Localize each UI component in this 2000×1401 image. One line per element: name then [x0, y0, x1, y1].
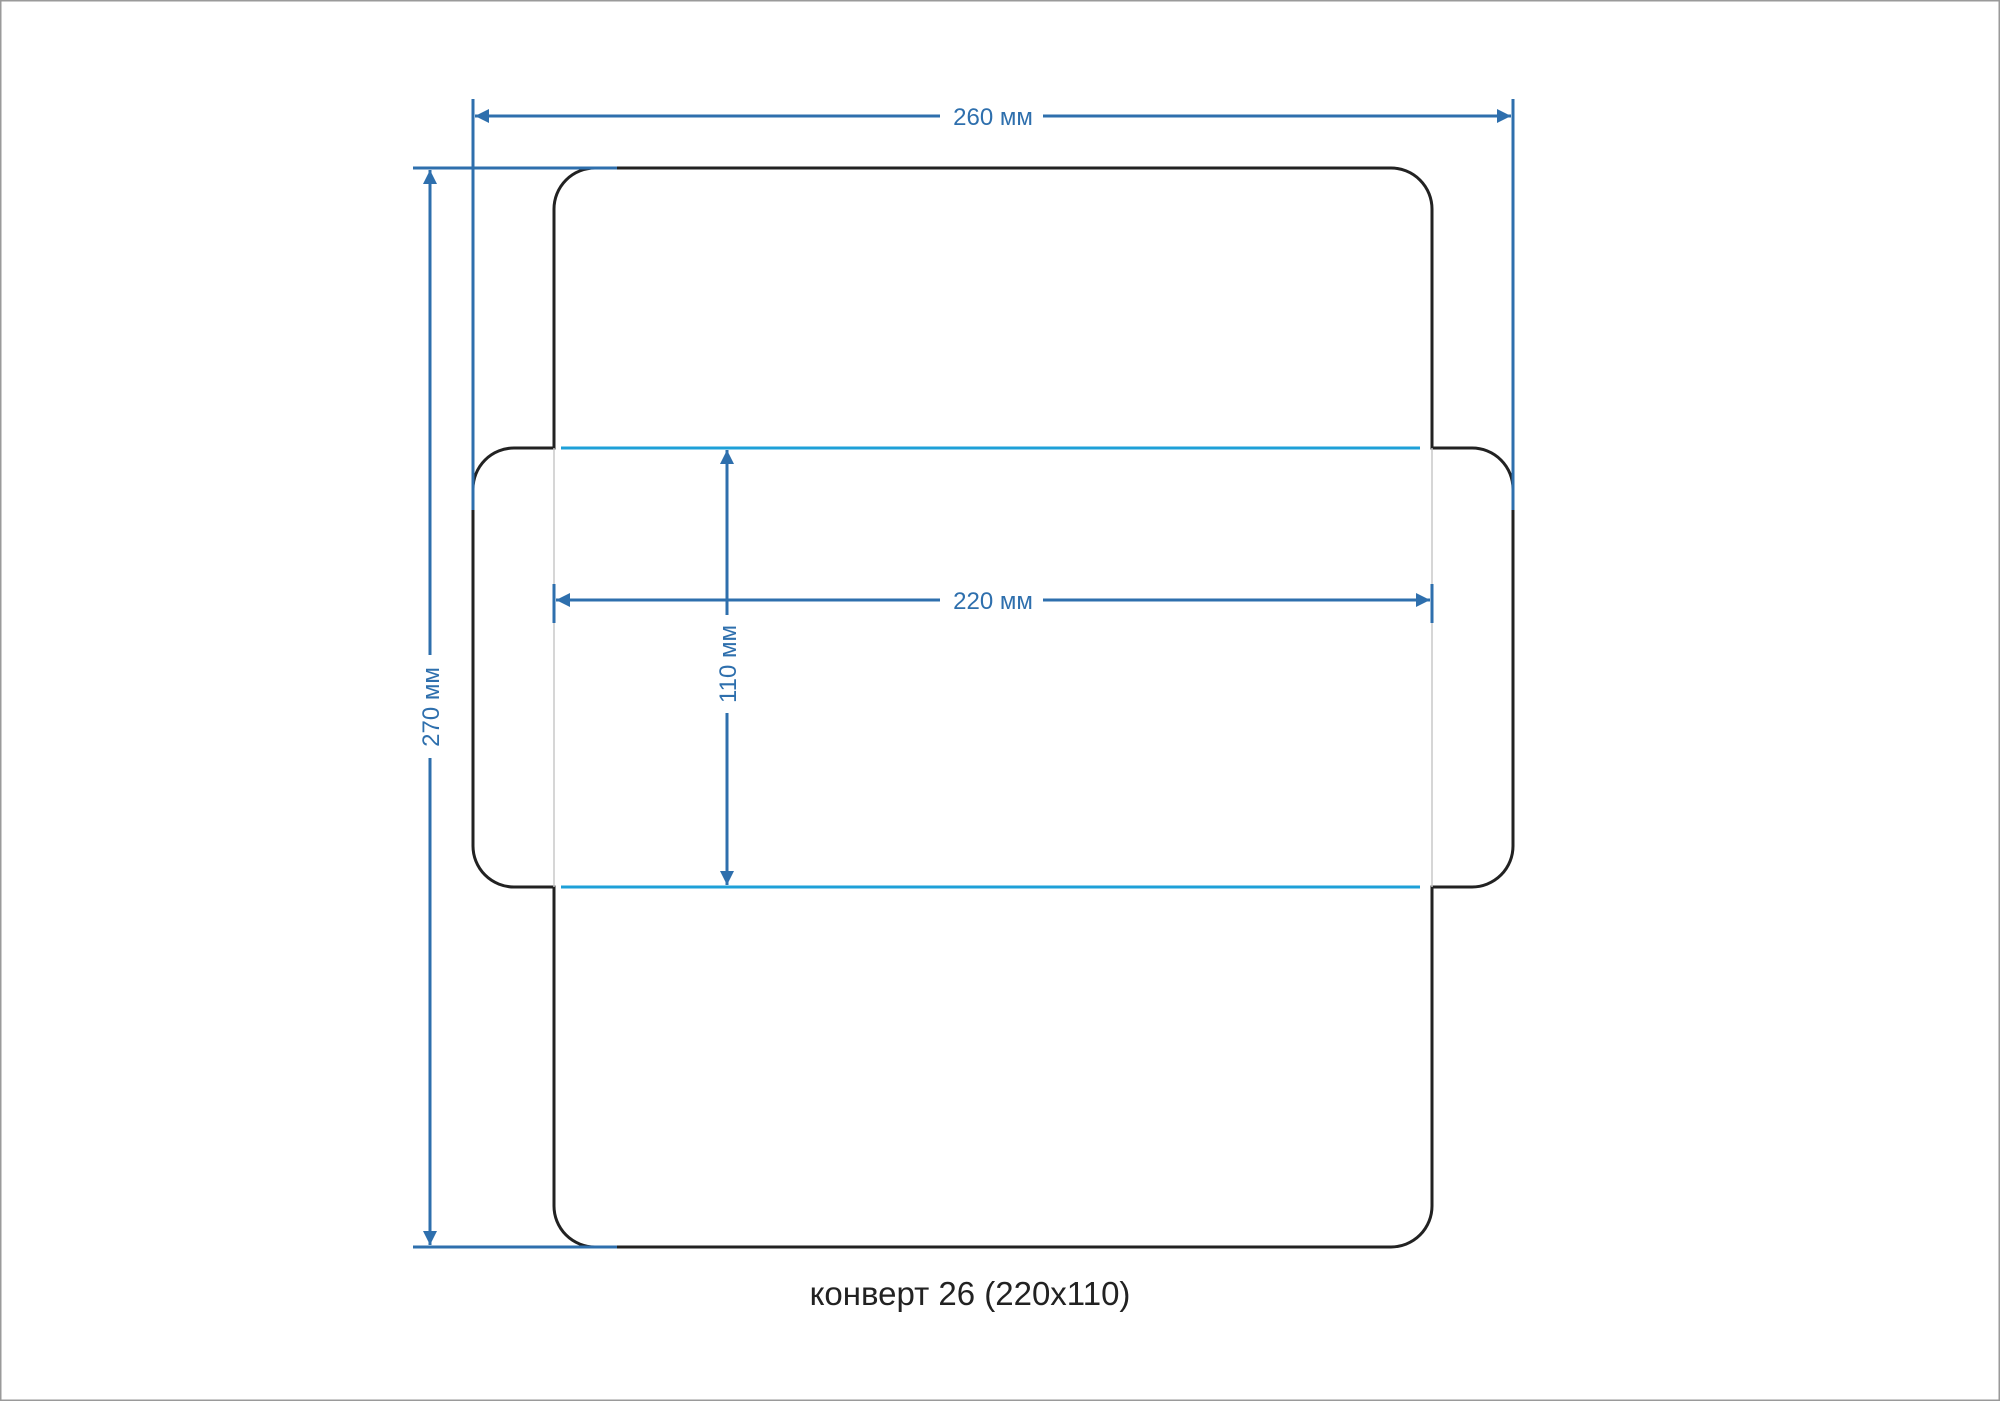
dimension-label-270: 270 мм [418, 667, 445, 747]
envelope-outline [471, 166, 1515, 1249]
dimension-220 [552, 584, 1434, 623]
dimension-label-110: 110 мм [715, 625, 742, 703]
dimension-label-260: 260 мм [953, 104, 1033, 131]
dimension-270 [413, 166, 617, 1249]
dimension-label-220: 220 мм [953, 588, 1033, 615]
diagram-caption: конверт 26 (220x110) [810, 1275, 1131, 1312]
